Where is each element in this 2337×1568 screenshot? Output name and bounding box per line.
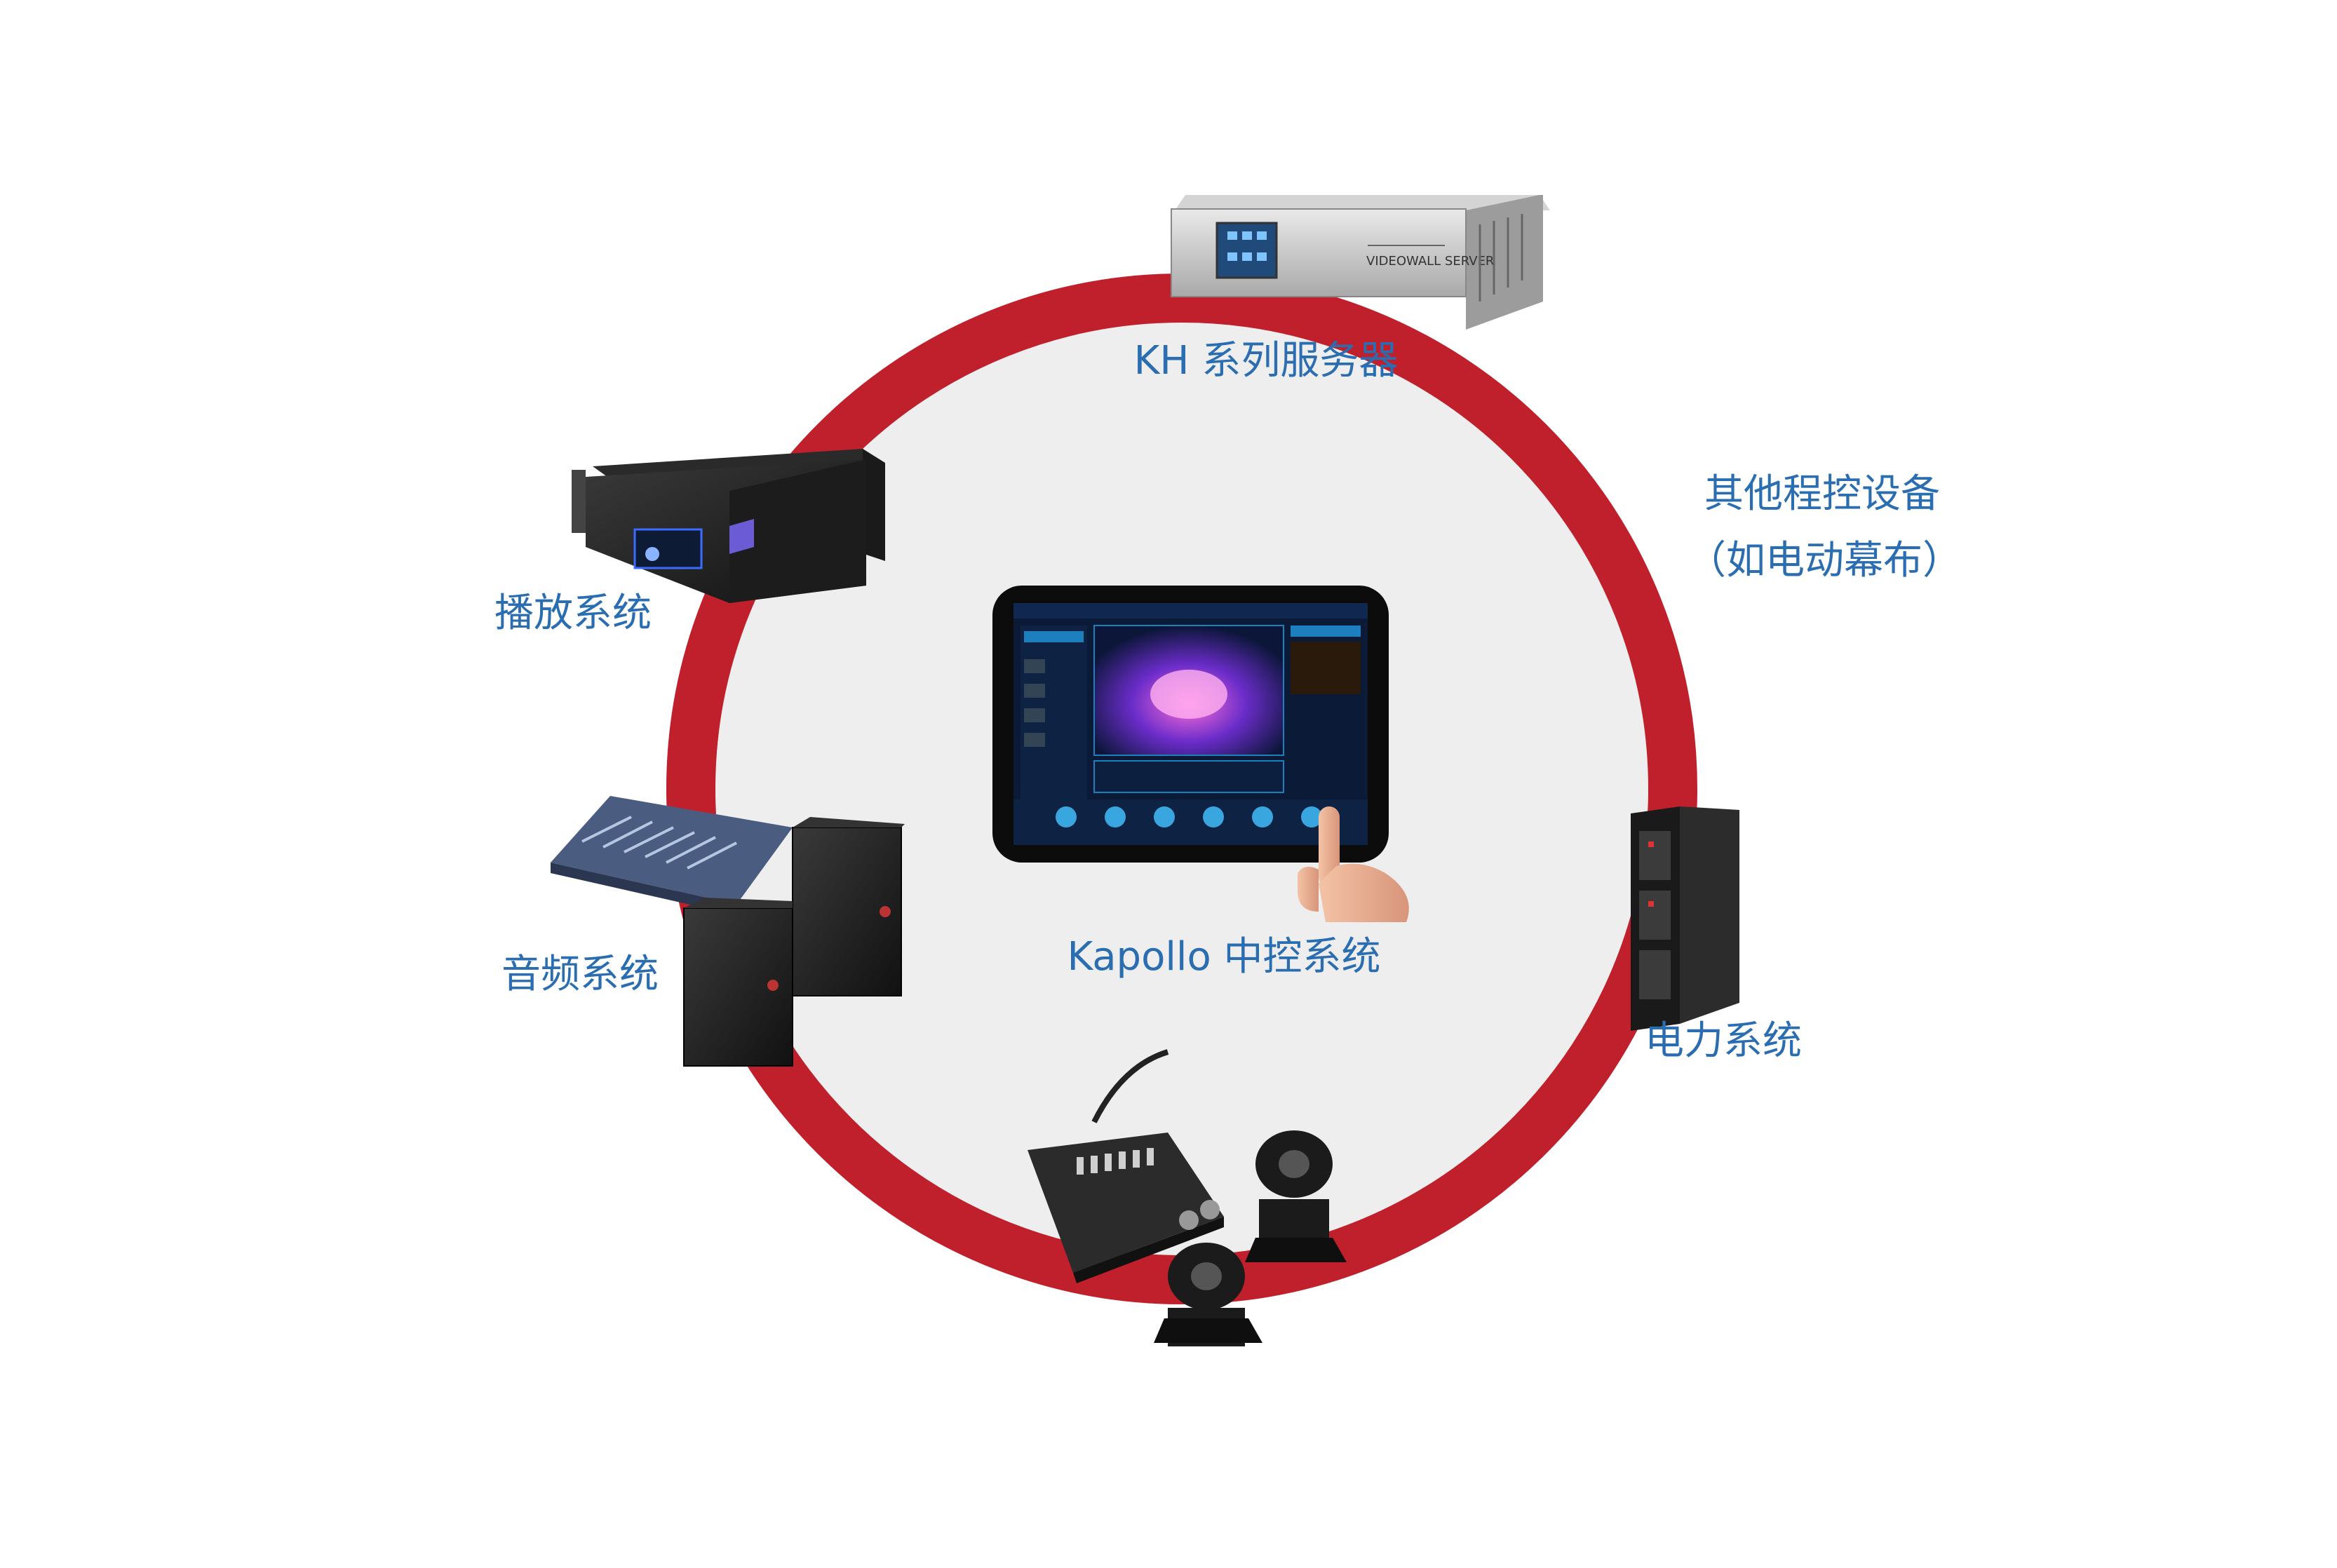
moving-head-light-2-image xyxy=(1154,1243,1262,1346)
label-kapollo-central: Kapollo 中控系统 xyxy=(1067,934,1381,980)
lighting-console-image xyxy=(1028,1049,1224,1283)
playback-server-image xyxy=(572,449,885,603)
kapollo-tablet-image xyxy=(992,586,1389,863)
label-audio-system: 音频系统 xyxy=(501,952,659,997)
power-cabinet-image xyxy=(1631,806,1739,1031)
pointing-hand-image xyxy=(1298,806,1409,922)
label-other-devices-line1: 其他程控设备 xyxy=(1704,471,1940,517)
moving-head-light-1-image xyxy=(1245,1130,1347,1262)
server-panel-text: VIDEOWALL SERVER xyxy=(1366,254,1494,269)
kh-server-image: VIDEOWALL SERVER xyxy=(1171,195,1550,330)
label-playback-system: 播放系统 xyxy=(494,590,652,636)
audio-system-image xyxy=(551,796,905,1067)
label-power-system: 电力系统 xyxy=(1645,1018,1802,1064)
label-other-devices-line2: （如电动幕布） xyxy=(1687,538,1962,583)
label-kh-server: KH 系列服务器 xyxy=(1133,338,1399,384)
